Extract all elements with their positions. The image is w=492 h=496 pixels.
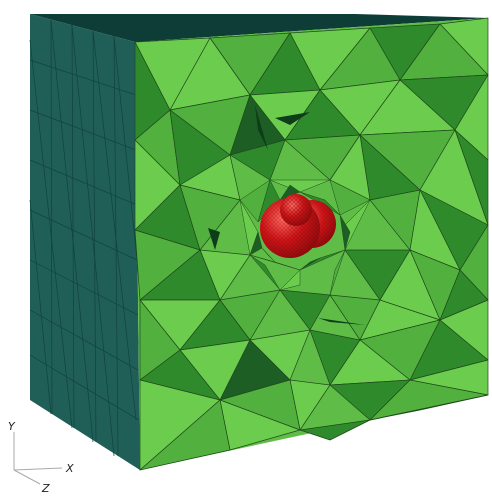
front-face-mesh: [134, 17, 489, 471]
z-axis-label: Z: [41, 482, 50, 495]
z-axis-line: [13, 469, 41, 485]
x-axis-line: [13, 467, 63, 471]
axis-triad: [13, 432, 63, 485]
x-axis-label: X: [65, 462, 74, 475]
mesh-shadow-slivers: [208, 105, 365, 325]
red-sphere-cluster: [260, 194, 336, 258]
cube-side-face: [29, 14, 140, 470]
y-axis-label: Y: [8, 420, 16, 433]
cube-top-face: [30, 14, 488, 42]
